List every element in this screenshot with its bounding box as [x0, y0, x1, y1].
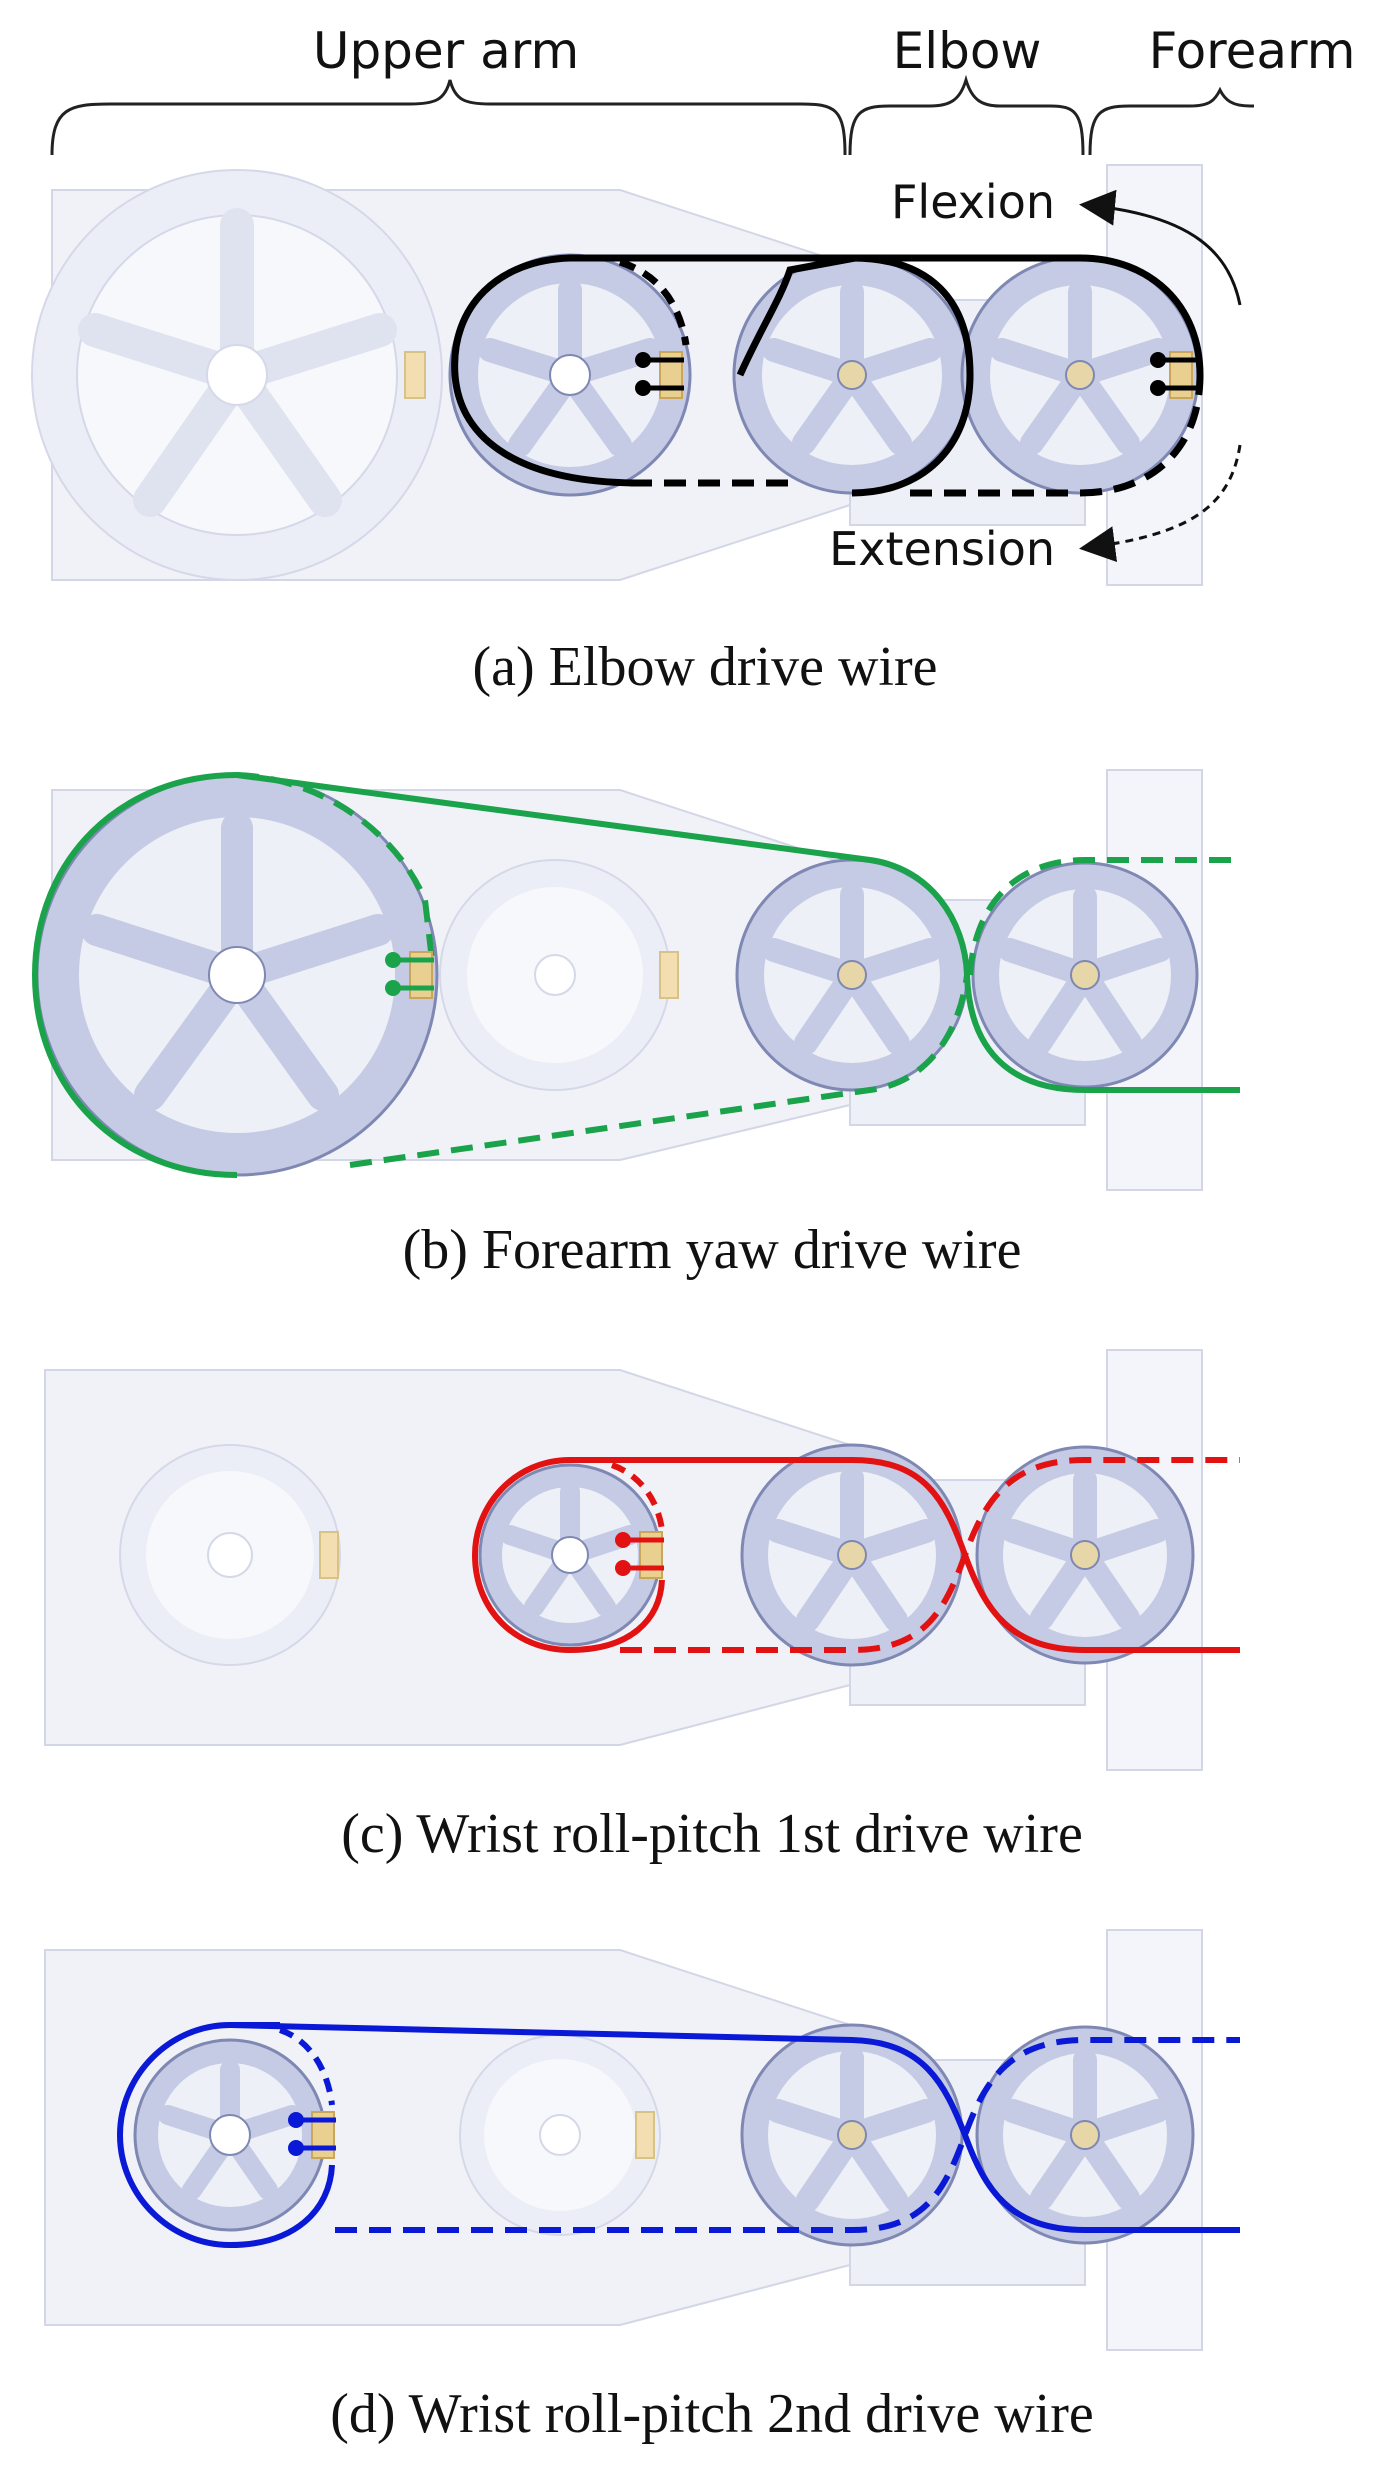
- arrow-icon: [1079, 189, 1242, 306]
- upper-arm-brace: [50, 79, 847, 156]
- forearm-yaw-drive-wire: [31, 772, 1240, 1178]
- wire-terminal-icon: [385, 951, 434, 999]
- wire-terminal-icon: [404, 351, 426, 399]
- pulley-icon: [740, 2023, 964, 2247]
- wire-roll-pitch-2nd: [116, 2022, 1240, 2249]
- panel-d: (d) Wrist roll-pitch 2nd drive wire: [44, 1929, 1240, 2445]
- panel-c: (c) Wrist roll-pitch 1st drive wire: [44, 1349, 1240, 1865]
- panel-b: (b) Forearm yaw drive wire: [31, 769, 1240, 1281]
- pulley-icon: [448, 253, 692, 497]
- pulley-icon: [478, 1463, 662, 1647]
- elbow-brace: [848, 74, 1085, 156]
- forearm-brace: [1088, 86, 1254, 156]
- panel-a: Upper arm Elbow Forearm: [31, 22, 1356, 698]
- upper-arm-large-pulley: [31, 169, 443, 581]
- caption-a: (a) Elbow drive wire: [473, 636, 938, 698]
- ghost-pulley: [459, 2034, 661, 2236]
- pulley-icon: [732, 255, 972, 495]
- caption-d: (d) Wrist roll-pitch 2nd drive wire: [330, 2383, 1093, 2445]
- pulley-icon: [735, 858, 969, 1092]
- wire-terminal-icon: [615, 1531, 664, 1579]
- arrow-icon: [1079, 444, 1242, 562]
- ghost-pulley: [439, 859, 679, 1091]
- pulley-icon: [975, 1445, 1195, 1665]
- flexion-label: Flexion: [891, 175, 1055, 229]
- pulley-icon: [971, 861, 1199, 1089]
- wire-roll-pitch-1st: [471, 1457, 1240, 1654]
- ghost-pulley: [119, 1444, 341, 1666]
- upper-arm-label: Upper arm: [313, 22, 579, 80]
- pulley-icon: [35, 773, 439, 1177]
- wire-terminal-icon: [635, 351, 1198, 399]
- wire-terminal-icon: [288, 2111, 336, 2159]
- forearm-label: Forearm: [1149, 22, 1356, 80]
- pulley-icon: [975, 2025, 1195, 2245]
- elbow-drive-wire: [451, 254, 1204, 497]
- pulley-icon: [960, 255, 1200, 495]
- elbow-label: Elbow: [893, 22, 1042, 80]
- caption-b: (b) Forearm yaw drive wire: [403, 1219, 1022, 1281]
- extension-label: Extension: [829, 522, 1055, 576]
- caption-c: (c) Wrist roll-pitch 1st drive wire: [341, 1803, 1083, 1865]
- pulley-icon: [133, 2038, 327, 2232]
- pulley-icon: [740, 1443, 964, 1667]
